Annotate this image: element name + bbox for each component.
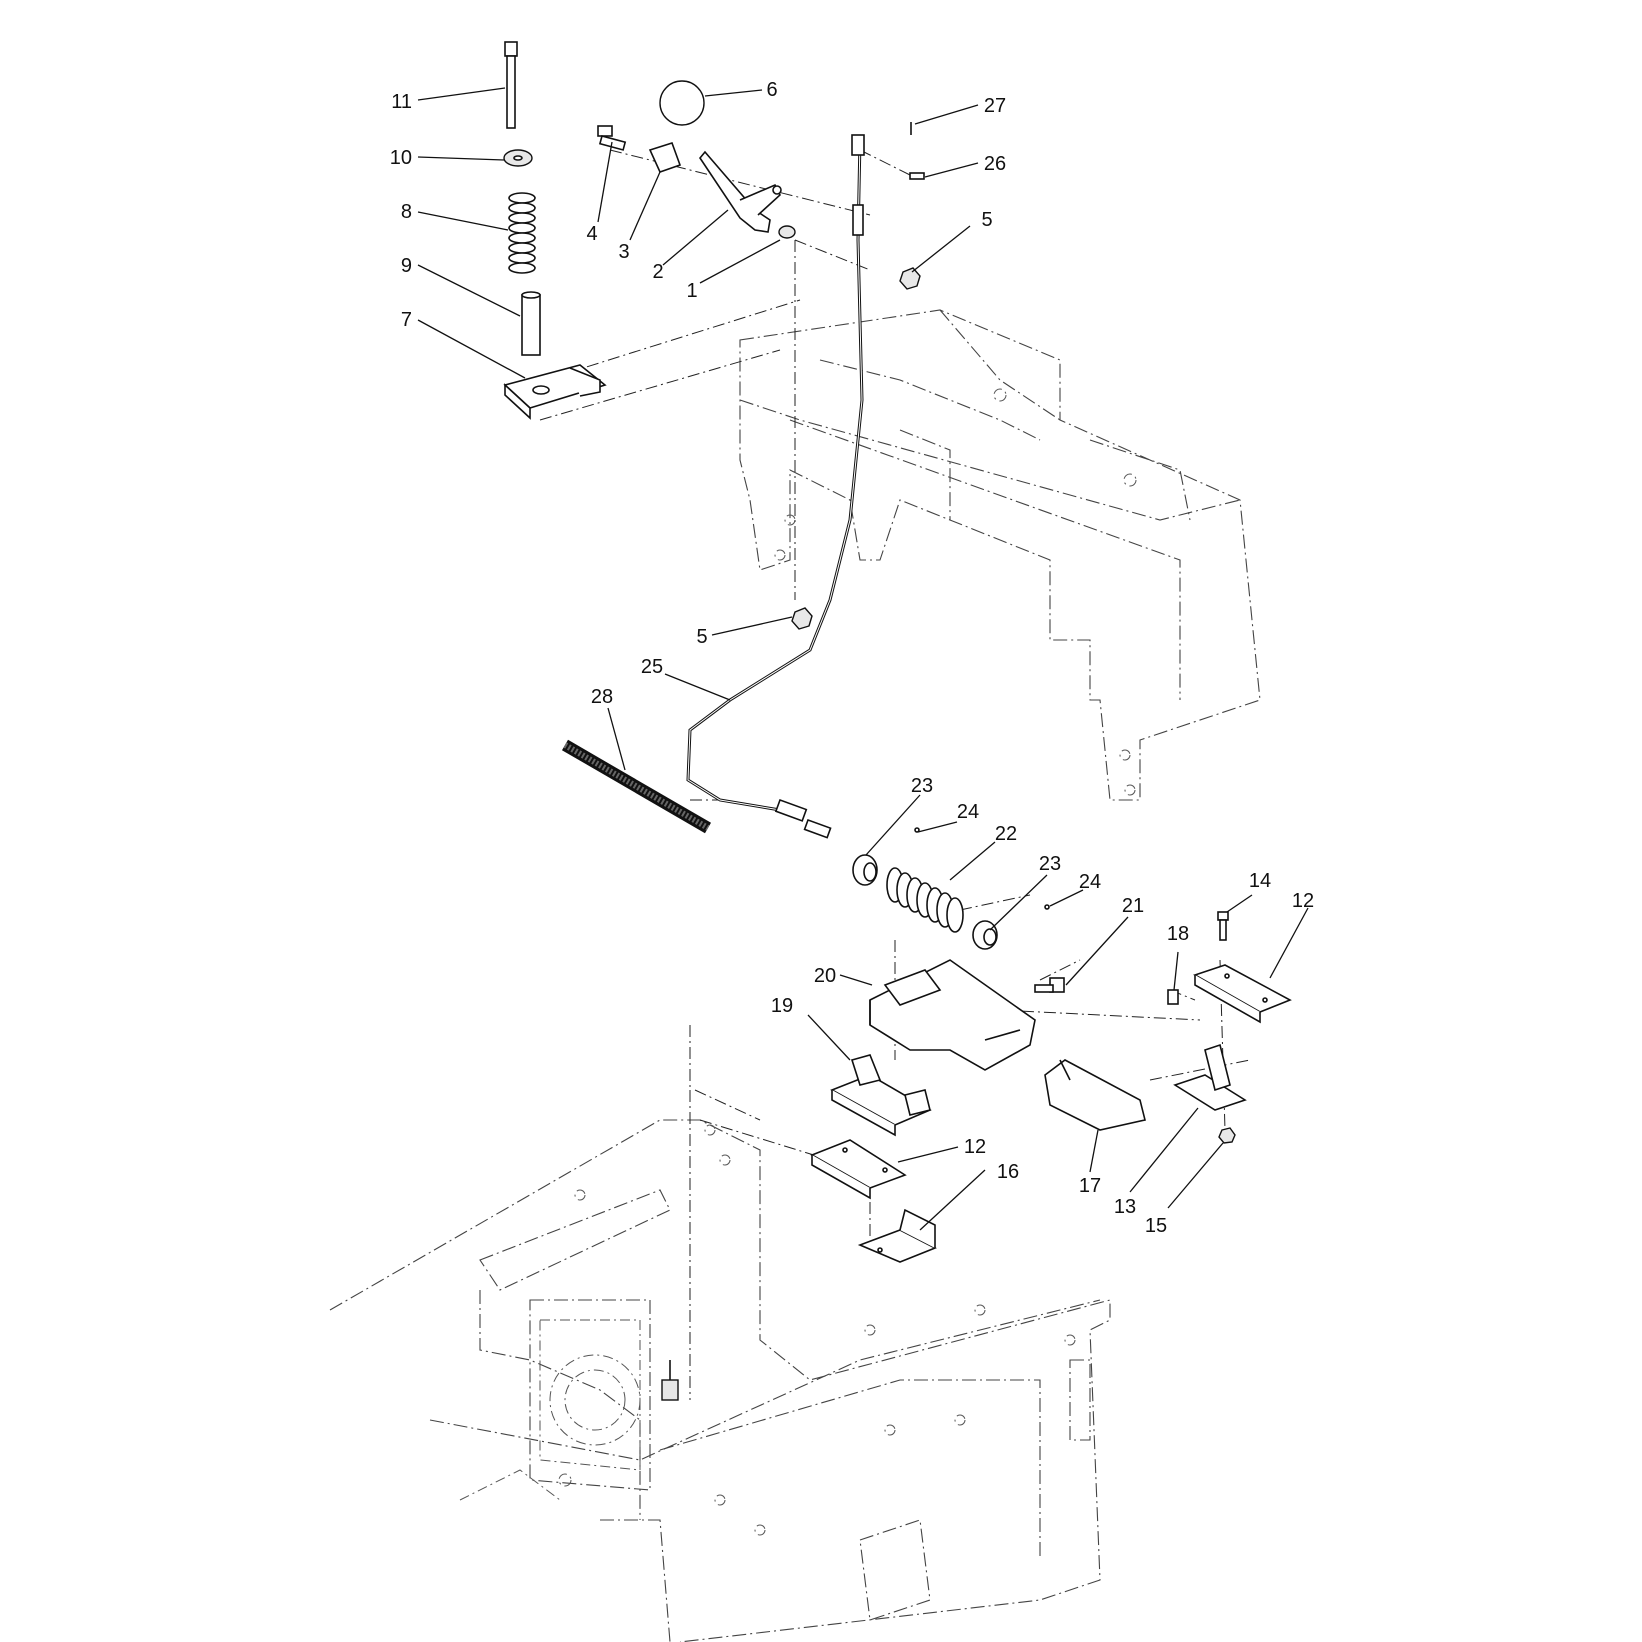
callout-labels: 11 10 8 9 7 4 3 2 1 6 27 26 5 5 25 28 23…	[390, 79, 1314, 1237]
callout-27: 27	[984, 95, 1006, 117]
part-8-spring	[508, 192, 536, 274]
part-12-plate-lower	[810, 1139, 907, 1200]
part-21-bolt	[1034, 977, 1065, 993]
callout-12-lower: 12	[964, 1136, 986, 1158]
part-24-setscrew-a	[914, 827, 920, 833]
part-10-washer	[503, 149, 533, 167]
part-25-cable	[686, 134, 865, 839]
callout-28: 28	[591, 686, 613, 708]
callout-1: 1	[686, 280, 697, 302]
callout-25: 25	[641, 656, 663, 678]
part-24-setscrew-b	[1044, 904, 1050, 910]
callout-20: 20	[814, 965, 836, 987]
callout-6: 6	[766, 79, 777, 101]
assembly-centerlines	[539, 149, 1251, 1400]
part-2-lever	[699, 150, 782, 233]
part-6-knob	[659, 80, 705, 126]
part-5-nut-upper	[899, 267, 921, 290]
callout-16: 16	[997, 1161, 1019, 1183]
callout-15: 15	[1145, 1215, 1167, 1237]
part-17-bracket	[1044, 1059, 1146, 1131]
part-13-bracket	[1173, 1043, 1247, 1111]
callout-19: 19	[771, 995, 793, 1017]
part-7-plate	[503, 364, 607, 420]
part-19-bracket	[830, 1054, 932, 1137]
callout-22: 22	[995, 823, 1017, 845]
part-3-bracket	[648, 142, 682, 173]
part-20-bracket	[869, 959, 1036, 1071]
callout-10: 10	[390, 147, 412, 169]
part-5-nut-lower	[791, 607, 813, 630]
callout-26: 26	[984, 153, 1006, 175]
callout-24-lower: 24	[1079, 871, 1101, 893]
part-23-collar-b	[972, 920, 998, 950]
callout-3: 3	[618, 241, 629, 263]
part-15-nut	[1218, 1127, 1236, 1144]
callout-2: 2	[652, 261, 663, 283]
callout-4: 4	[586, 223, 597, 245]
part-28-sleeve	[561, 739, 712, 834]
part-26-clevis-pin	[909, 172, 925, 180]
callout-11: 11	[391, 91, 412, 113]
part-14-bolt	[1217, 911, 1229, 941]
upper-frame	[739, 309, 1261, 801]
callout-7: 7	[401, 309, 412, 331]
callout-23-lower: 23	[1039, 853, 1061, 875]
callout-23-upper: 23	[911, 775, 933, 797]
callout-13: 13	[1114, 1196, 1136, 1218]
callout-8: 8	[401, 201, 412, 223]
callout-14: 14	[1249, 870, 1271, 892]
callout-18: 18	[1167, 923, 1189, 945]
part-9-spacer	[521, 291, 541, 356]
callout-21: 21	[1122, 895, 1144, 917]
callout-5-lower: 5	[696, 626, 707, 648]
callout-5-upper: 5	[981, 209, 992, 231]
leader-lines	[417, 87, 1309, 1231]
part-22-spring	[886, 867, 964, 933]
callout-9: 9	[401, 255, 412, 277]
part-1-washer	[778, 225, 796, 239]
part-16-bracket	[857, 1208, 937, 1263]
part-23-collar-a	[852, 854, 878, 886]
lower-frame	[329, 1119, 1111, 1642]
part-11-bolt	[504, 41, 518, 129]
callout-24-upper: 24	[957, 801, 979, 823]
callout-17: 17	[1079, 1175, 1101, 1197]
part-18-bolt	[1167, 989, 1179, 1005]
part-12-plate-right	[1193, 964, 1292, 1024]
callout-12-right: 12	[1292, 890, 1314, 912]
